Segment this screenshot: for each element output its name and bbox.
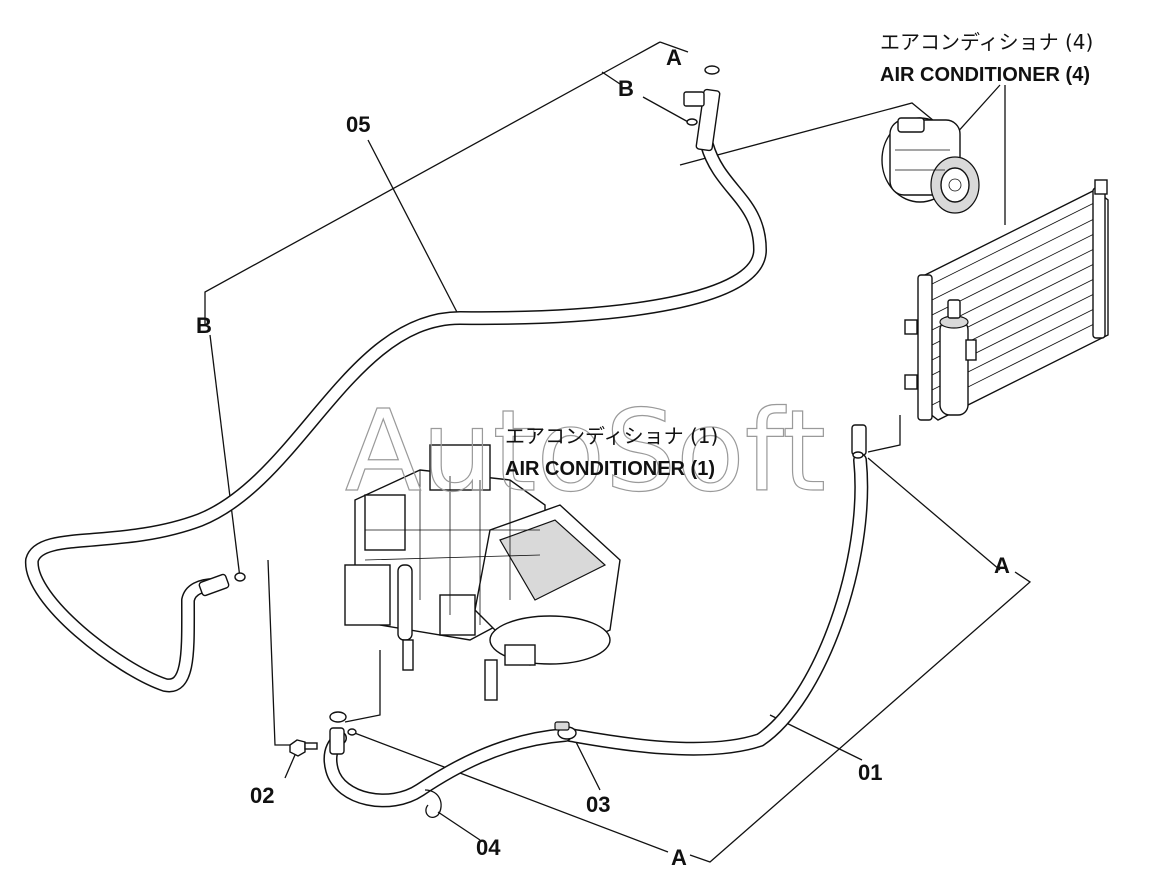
connection-label-b-left: B — [196, 313, 212, 338]
receiver-dryer — [939, 299, 977, 416]
watermark: AutoSoft — [345, 387, 826, 517]
connection-label-b-top: B — [618, 76, 634, 101]
evaporator-unit — [344, 444, 621, 701]
condenser — [904, 179, 1109, 421]
leader-lines — [204, 41, 1032, 863]
part-number-03: 03 — [586, 792, 610, 817]
center-label-english: AIR CONDITIONER (1) — [505, 458, 715, 480]
hose-clamp-04 — [424, 789, 442, 819]
part-number-02: 02 — [250, 783, 274, 808]
hose-03 — [323, 711, 572, 808]
center-label-japanese: エアコンディショナ (1) — [505, 424, 718, 448]
part-number-05: 05 — [346, 112, 370, 137]
compressor — [881, 117, 980, 214]
connection-label-a-right: A — [994, 553, 1010, 578]
top-right-label-english: AIR CONDITIONER (4) — [880, 64, 1090, 86]
part-number-04: 04 — [476, 835, 501, 860]
hose-clamp-03 — [554, 721, 577, 740]
part-number-01: 01 — [858, 760, 882, 785]
top-right-label-japanese: エアコンディショナ (4) — [880, 30, 1093, 54]
hose-01 — [563, 424, 869, 756]
hose-05 — [24, 65, 767, 693]
connection-label-a-bottom: A — [671, 845, 687, 870]
center-label: エアコンディショナ (1) AIR CONDITIONER (1) — [505, 424, 718, 480]
connection-label-a-top: A — [666, 45, 682, 70]
top-right-label: エアコンディショナ (4) AIR CONDITIONER (4) — [880, 30, 1093, 86]
bolt-02 — [289, 739, 318, 757]
